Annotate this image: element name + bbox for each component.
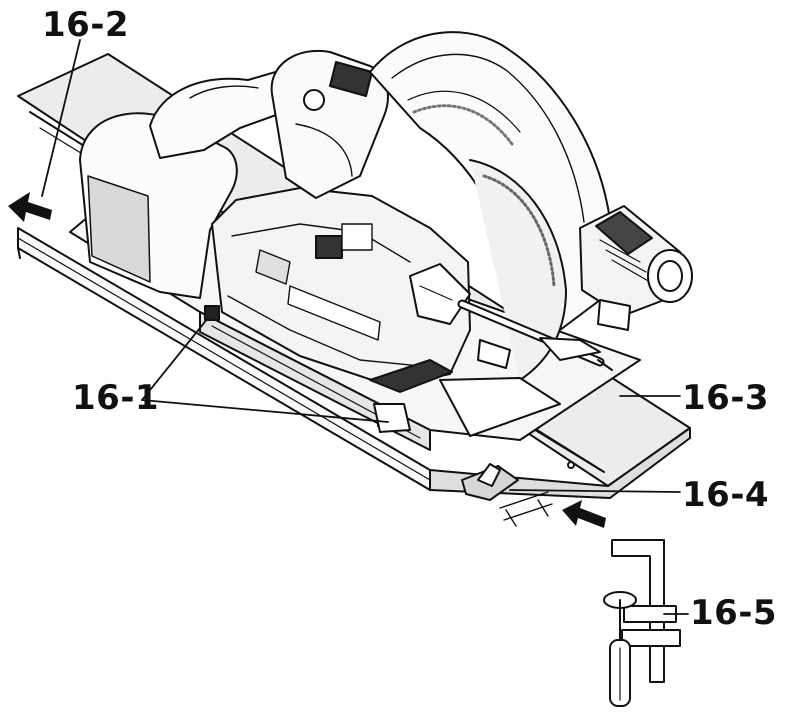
callout-16-2: 16-2 bbox=[42, 5, 130, 45]
callout-16-5: 16-5 bbox=[690, 593, 778, 633]
leader-lines bbox=[41, 39, 689, 615]
front-base-details bbox=[439, 337, 601, 437]
callout-16-1: 16-1 bbox=[72, 378, 160, 418]
insert-arrow-icon bbox=[562, 500, 606, 528]
callout-16-3: 16-3 bbox=[682, 378, 770, 418]
rail-stop bbox=[461, 463, 553, 527]
saw-main-body bbox=[211, 187, 471, 393]
saw-blade bbox=[469, 159, 567, 381]
screw-clamp bbox=[603, 539, 681, 707]
callout-16-4: 16-4 bbox=[682, 475, 770, 515]
direction-arrow-icon bbox=[8, 192, 52, 222]
top-grip bbox=[270, 49, 389, 199]
dust-port bbox=[579, 205, 693, 331]
